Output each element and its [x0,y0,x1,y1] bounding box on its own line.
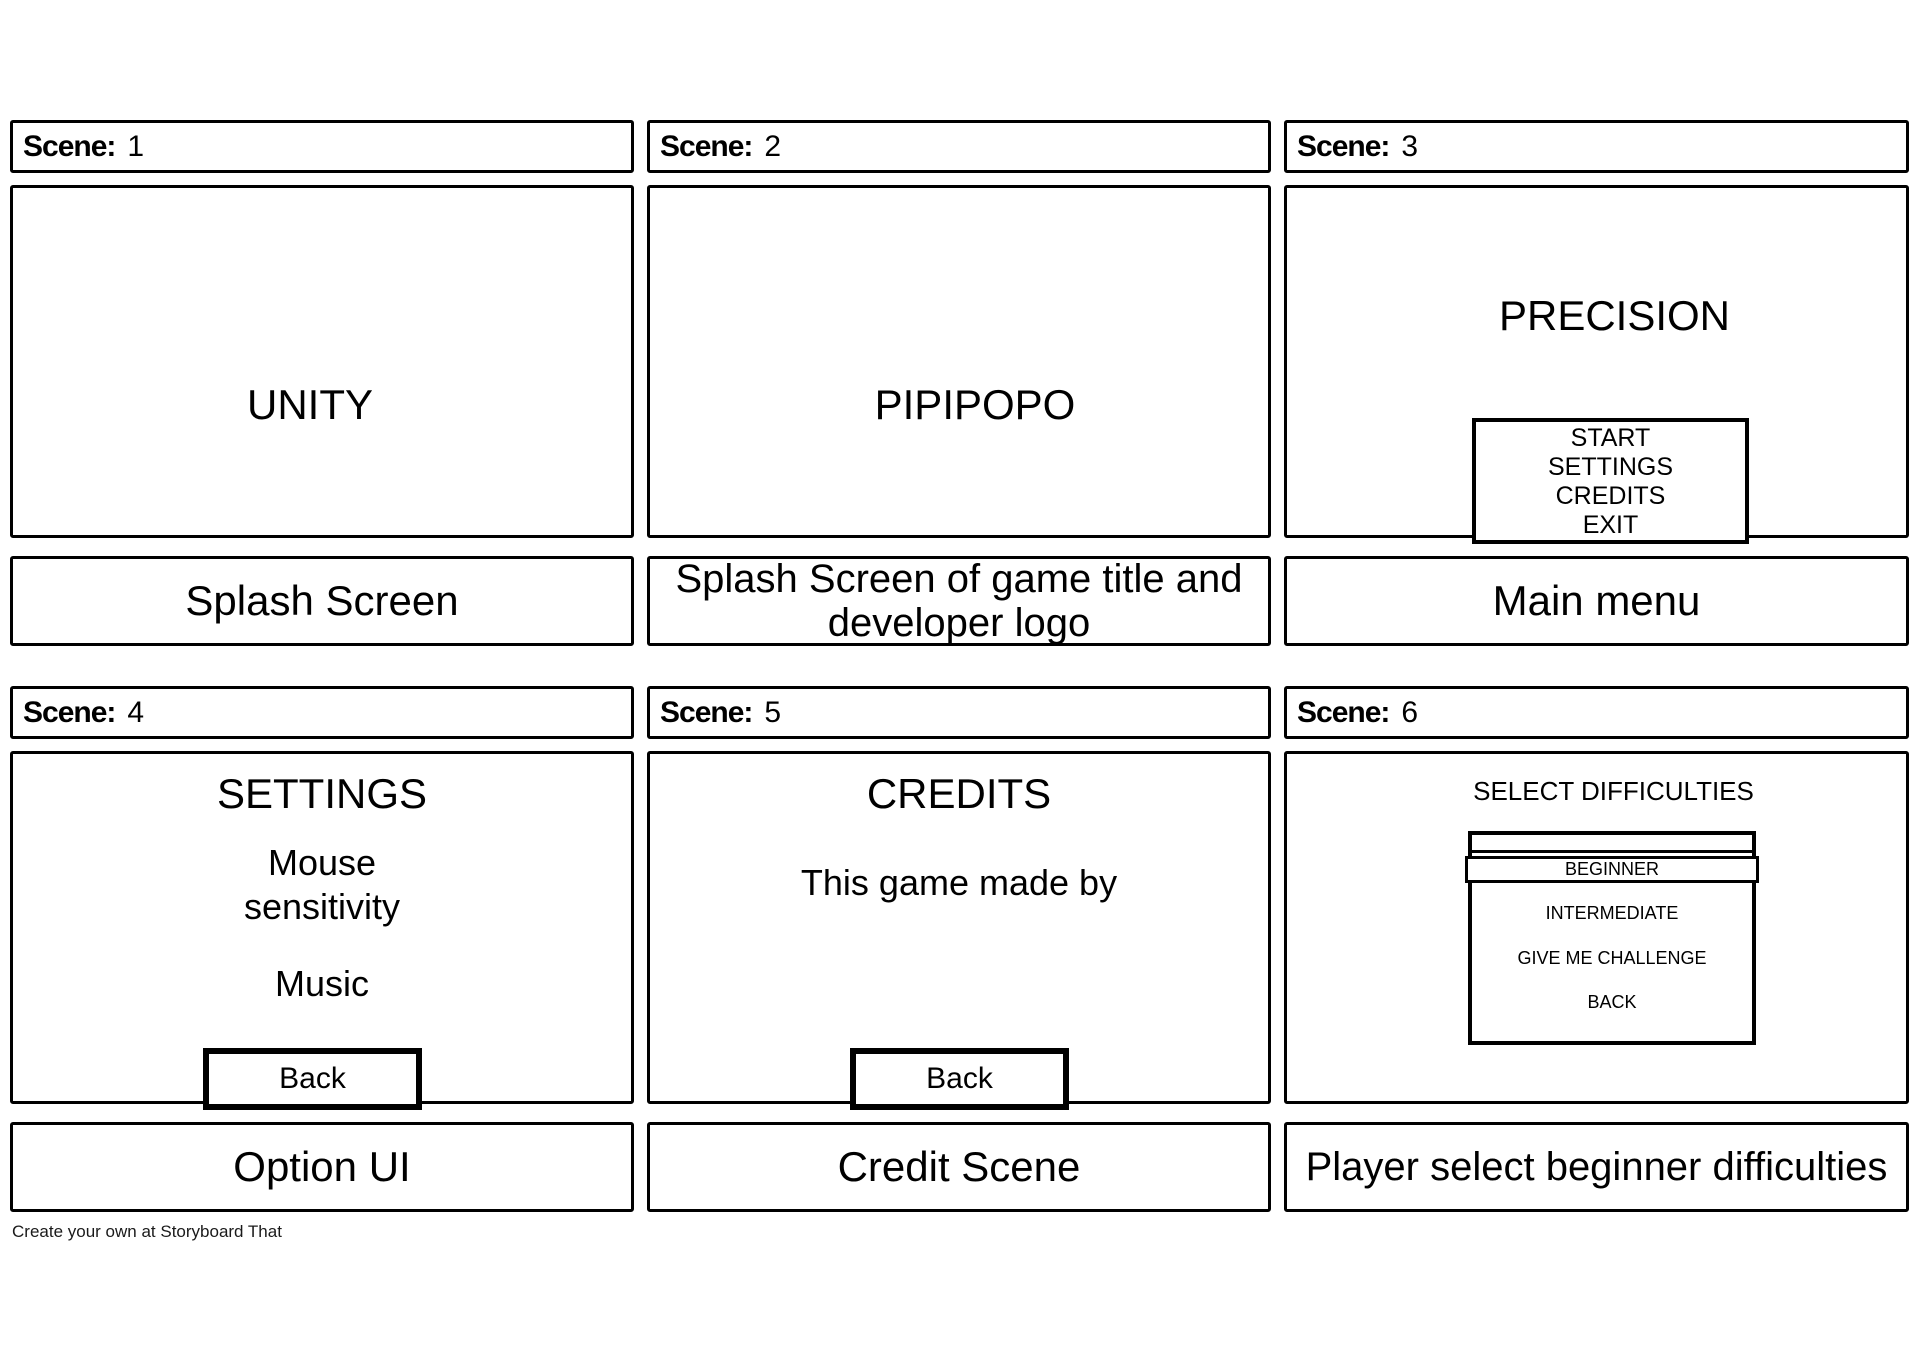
scene-4-cell: Scene: 4 SETTINGS Mouse sensitivity Musi… [10,686,634,1212]
menu-item-credits[interactable]: CREDITS [1555,482,1666,510]
scene-1-caption: Splash Screen [10,556,634,646]
scene-4-frame: SETTINGS Mouse sensitivity Music Back [10,751,634,1110]
credits-title-text: CREDITS [866,770,1052,817]
setting-music[interactable]: Music [274,963,369,1004]
scene-2-frame: PIPIPOPO [647,185,1271,538]
setting-mouse-sensitivity[interactable]: Mouse sensitivity [243,842,401,927]
scene-label: Scene: [660,129,753,163]
scene-number: 2 [764,129,782,163]
scene-1-frame: UNITY [10,185,634,538]
scene-label: Scene: [660,695,753,729]
scene-3-caption: Main menu [1284,556,1909,646]
menu-item-start[interactable]: START [1570,424,1651,452]
scene-2-cell: Scene: 2 PIPIPOPO Splash Screen of game … [647,120,1271,646]
scene-number: 1 [127,129,145,163]
difficulty-item-give-me-challenge[interactable]: GIVE ME CHALLENGE [1517,948,1707,968]
scene-3-frame: PRECISION START SETTINGS CREDITS EXIT [1284,185,1909,544]
scene-6-caption: Player select beginner difficulties [1284,1122,1909,1212]
difficulty-menu-header-strip [1472,835,1752,853]
scene-4-caption: Option UI [10,1122,634,1212]
scene-6-frame: SELECT DIFFICULTIES BEGINNER INTERMEDIAT… [1284,751,1909,1104]
scene-number: 3 [1401,129,1419,163]
scene-2-caption: Splash Screen of game title and develope… [647,556,1271,646]
game-title-text: PRECISION [1498,292,1731,339]
scene-number: 4 [127,695,145,729]
scene-label: Scene: [1297,695,1390,729]
storyboard-grid: Scene: 1 UNITY Splash Screen Scene: 2 PI… [10,120,1909,1212]
scene-5-frame: CREDITS This game made by Back [647,751,1271,1110]
main-menu-box: START SETTINGS CREDITS EXIT [1472,418,1749,544]
scene-3-header: Scene: 3 [1284,120,1909,173]
difficulty-item-intermediate[interactable]: INTERMEDIATE [1545,903,1679,923]
scene-3-cell: Scene: 3 PRECISION START SETTINGS CREDIT… [1284,120,1909,646]
storyboard-that-watermark: Create your own at Storyboard That [12,1222,282,1241]
scene-6-cell: Scene: 6 SELECT DIFFICULTIES BEGINNER IN… [1284,686,1909,1212]
scene-label: Scene: [1297,129,1390,163]
scene-number: 5 [764,695,782,729]
back-button[interactable]: Back [850,1048,1069,1110]
scene-label: Scene: [23,695,116,729]
difficulty-menu-box: BEGINNER INTERMEDIATE GIVE ME CHALLENGE … [1465,831,1759,1045]
menu-item-exit[interactable]: EXIT [1582,511,1639,539]
scene-5-cell: Scene: 5 CREDITS This game made by Back … [647,686,1271,1212]
menu-item-settings[interactable]: SETTINGS [1547,453,1673,481]
splash-logo-text: UNITY [247,381,373,428]
scene-1-header: Scene: 1 [10,120,634,173]
difficulty-item-back[interactable]: BACK [1587,992,1637,1012]
scene-5-header: Scene: 5 [647,686,1271,739]
scene-1-cell: Scene: 1 UNITY Splash Screen [10,120,634,646]
scene-label: Scene: [23,129,116,163]
scene-4-header: Scene: 4 [10,686,634,739]
difficulty-item-beginner[interactable]: BEGINNER [1465,856,1759,883]
developer-logo-text: PIPIPOPO [874,381,1076,428]
scene-number: 6 [1401,695,1419,729]
back-button[interactable]: Back [203,1048,422,1110]
scene-5-caption: Credit Scene [647,1122,1271,1212]
scene-2-header: Scene: 2 [647,120,1271,173]
credits-body-text: This game made by [800,862,1118,903]
difficulty-title-text: SELECT DIFFICULTIES [1473,776,1754,806]
settings-title-text: SETTINGS [216,770,428,817]
scene-6-header: Scene: 6 [1284,686,1909,739]
